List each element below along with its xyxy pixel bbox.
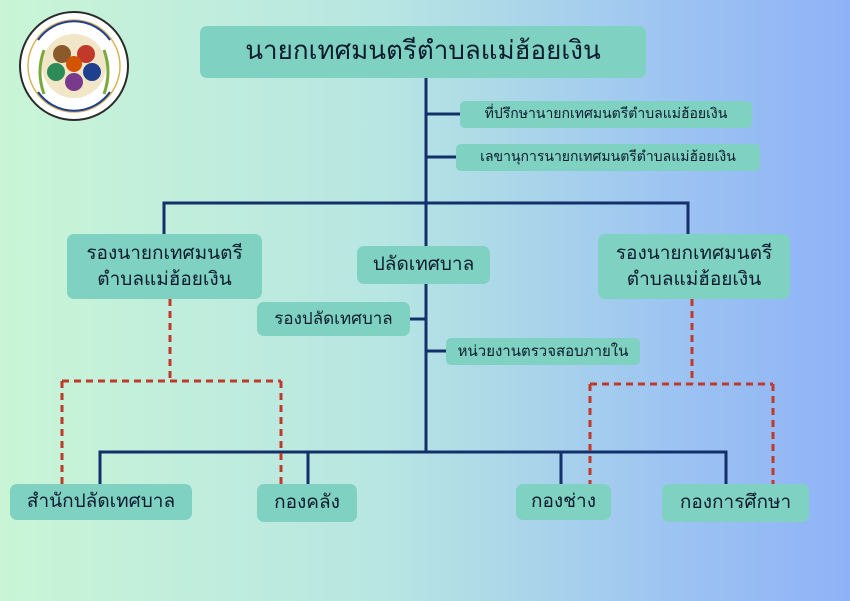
deputy-right-line-1: รองนายกเทศมนตรี: [615, 241, 773, 264]
deputy-right-line-2: ตำบลแม่ฮ้อยเงิน: [626, 267, 762, 290]
deputy-clerk-box: รองปลัดเทศบาล: [257, 302, 410, 336]
deputy-mayor-left-box: รองนายกเทศมนตรี ตำบลแม่ฮ้อยเงิน: [67, 234, 262, 299]
deputy-left-line-1: รองนายกเทศมนตรี: [86, 241, 243, 264]
mayor-box: นายกเทศมนตรีตำบลแม่ฮ้อยเงิน: [200, 26, 646, 78]
clerk-box: ปลัดเทศบาล: [357, 246, 490, 284]
municipality-seal-icon: [19, 11, 129, 121]
internal-audit-box: หน่วยงานตรวจสอบภายใน: [446, 338, 640, 365]
deputy-left-line-2: ตำบลแม่ฮ้อยเงิน: [97, 267, 232, 290]
deputy-mayor-right-box: รองนายกเทศมนตรี ตำบลแม่ฮ้อยเงิน: [598, 234, 790, 299]
division-education: กองการศึกษา: [662, 484, 809, 522]
advisor-box: ที่ปรึกษานายกเทศมนตรีตำบลแม่ฮ้อยเงิน: [460, 101, 752, 128]
division-finance: กองคลัง: [257, 484, 357, 522]
division-office-of-clerk: สำนักปลัดเทศบาล: [10, 484, 192, 520]
division-engineering: กองช่าง: [516, 484, 611, 520]
secretary-box: เลขานุการนายกเทศมนตรีตำบลแม่ฮ้อยเงิน: [456, 144, 760, 171]
